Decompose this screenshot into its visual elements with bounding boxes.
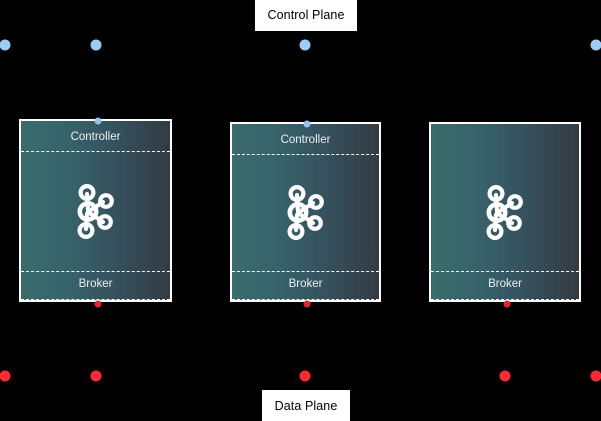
data-plane-dot[interactable]: [0, 370, 11, 382]
kafka-node-inner: Broker: [431, 124, 579, 300]
kafka-node-inner: Controller Broker: [232, 124, 379, 300]
controller-divider: [232, 154, 379, 155]
broker-bottom-divider: [431, 299, 579, 300]
kafka-node[interactable]: Controller Broker: [230, 120, 381, 308]
broker-section-label: Broker: [288, 277, 323, 290]
kafka-node[interactable]: Controller Broker: [19, 117, 172, 308]
kafka-logo: [286, 184, 324, 240]
data-plane-dot[interactable]: [499, 370, 511, 382]
broker-divider: [232, 271, 379, 272]
node-data-dot[interactable]: [303, 300, 311, 308]
broker-bottom-divider: [232, 299, 379, 300]
control-plane-dot[interactable]: [0, 39, 11, 51]
node-control-dot[interactable]: [303, 120, 311, 128]
data-plane-dot[interactable]: [90, 370, 102, 382]
broker-section-label: Broker: [488, 277, 522, 290]
broker-bottom-divider: [21, 299, 170, 300]
data-plane-dot[interactable]: [299, 370, 311, 382]
kafka-logo: [76, 183, 114, 239]
node-data-dot[interactable]: [94, 300, 102, 308]
data-plane-dot[interactable]: [590, 370, 601, 382]
control-plane-label: Control Plane: [255, 0, 357, 31]
kafka-logo: [486, 184, 523, 240]
node-data-dot[interactable]: [503, 300, 511, 308]
control-plane-dot[interactable]: [590, 39, 601, 51]
broker-section-label: Broker: [78, 277, 113, 290]
controller-section-label: Controller: [70, 131, 121, 143]
kafka-node-inner: Controller Broker: [21, 121, 170, 300]
kafka-node[interactable]: Broker: [429, 122, 581, 308]
controller-divider: [21, 151, 170, 152]
broker-divider: [431, 271, 579, 272]
broker-divider: [21, 271, 170, 272]
node-control-dot[interactable]: [94, 117, 102, 125]
data-plane-label: Data Plane: [262, 390, 350, 421]
control-plane-dot[interactable]: [90, 39, 102, 51]
controller-section-label: Controller: [280, 134, 331, 146]
control-plane-dot[interactable]: [299, 39, 311, 51]
